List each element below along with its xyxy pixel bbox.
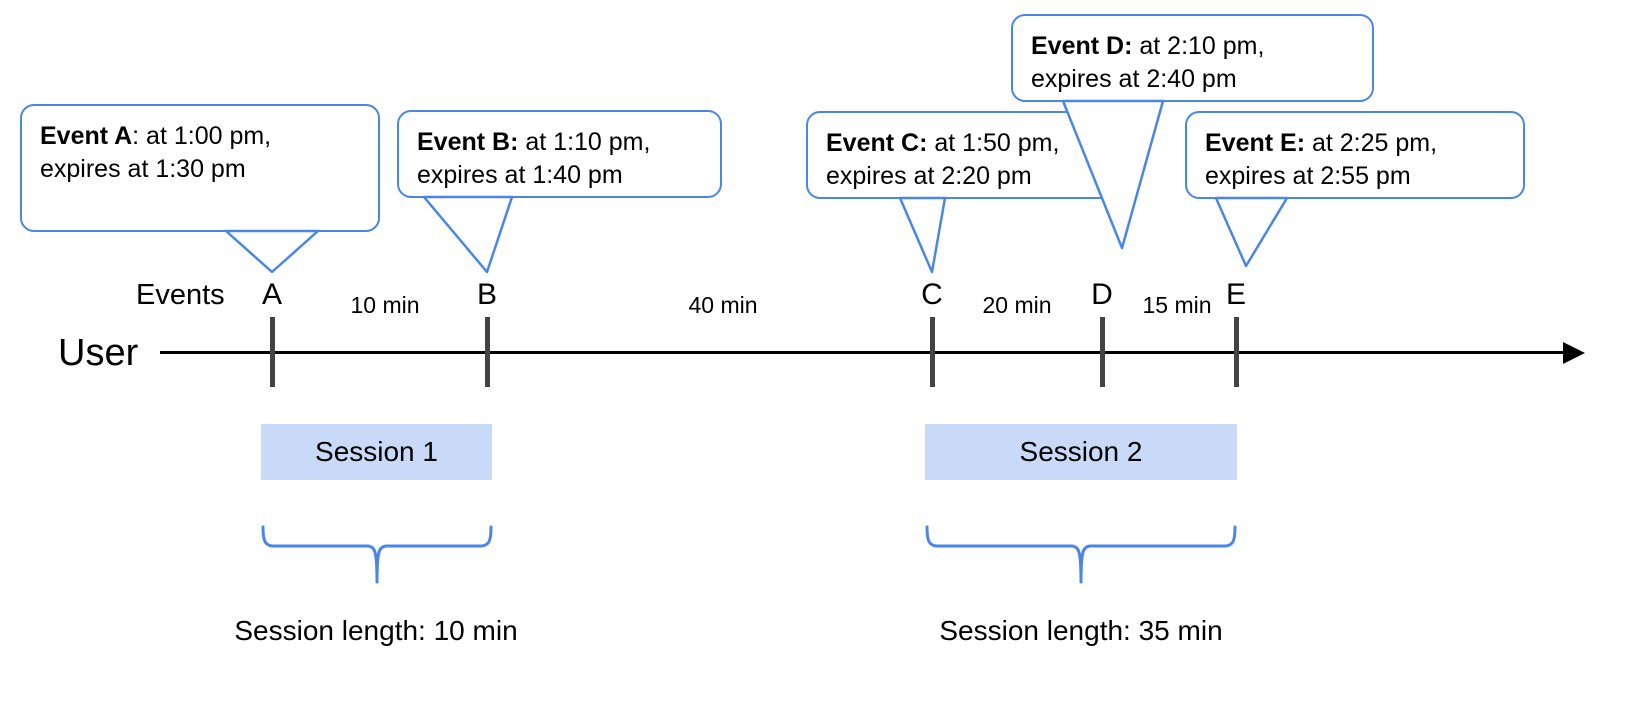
tail-c (898, 196, 947, 274)
event-tick-a (270, 317, 275, 387)
session-1-length-label: Session length: 10 min (234, 615, 518, 646)
event-label-d: D (1091, 278, 1113, 311)
callout-e-line1: at 2:25 pm, (1305, 129, 1438, 157)
interval-label-c-d: 20 min (982, 292, 1052, 318)
callout-b-line1: at 1:10 pm, (518, 128, 651, 156)
callout-a-title: Event A: at 1:00 pm, (40, 122, 271, 150)
interval-label-a-b: 10 min (350, 292, 420, 318)
axis-label-events: Events (136, 279, 225, 311)
interval-label-d-e: 15 min (1142, 292, 1212, 318)
callout-event-c: Event C: at 1:50 pm, expires at 2:20 pm (806, 111, 1136, 199)
event-label-a: A (261, 278, 282, 311)
session-bar-2: Session 2 (925, 424, 1237, 480)
callout-event-d: Event D: at 2:10 pm, expires at 2:40 pm (1011, 14, 1374, 102)
callout-c-title-text: Event C: (826, 129, 928, 157)
timeline-axis (160, 351, 1565, 354)
callout-a-separator: : (132, 122, 140, 150)
session-2-label: Session 2 (1019, 436, 1143, 467)
callout-event-a: Event A: at 1:00 pm, expires at 1:30 pm (20, 104, 380, 232)
session-1-label: Session 1 (315, 436, 438, 467)
interval-label-b-c: 40 min (688, 292, 758, 318)
event-tick-b (485, 317, 490, 387)
tail-e (1214, 196, 1289, 268)
axis-label-user: User (58, 332, 139, 374)
callout-d-line1: at 2:10 pm, (1132, 32, 1265, 60)
event-label-b: B (476, 278, 497, 311)
event-tick-c (930, 317, 935, 387)
callout-e-title: Event E: at 2:25 pm, (1205, 129, 1437, 157)
callout-c-line1: at 1:50 pm, (927, 129, 1060, 157)
callout-a-line1: at 1:00 pm, (139, 122, 272, 150)
callout-d-title-text: Event D: (1031, 32, 1133, 60)
event-label-c: C (921, 278, 943, 311)
callout-c-title: Event C: at 1:50 pm, (826, 129, 1059, 157)
callout-d-line2: expires at 2:40 pm (1031, 64, 1237, 93)
event-tick-d (1100, 317, 1105, 387)
callout-event-e: Event E: at 2:25 pm, expires at 2:55 pm (1185, 111, 1525, 199)
callout-a-line2: expires at 1:30 pm (40, 154, 246, 183)
event-tick-e (1234, 317, 1239, 387)
callout-b-title: Event B: at 1:10 pm, (417, 128, 650, 156)
callout-c-line2: expires at 2:20 pm (826, 161, 1032, 190)
callout-a-title-text: Event A (40, 122, 133, 150)
brace-session-2 (925, 525, 1237, 584)
callout-d-title: Event D: at 2:10 pm, (1031, 32, 1264, 60)
session-bar-1: Session 1 (261, 424, 492, 480)
callout-e-title-text: Event E: (1205, 129, 1306, 157)
event-label-e: E (1225, 278, 1246, 311)
callout-b-title-text: Event B: (417, 128, 519, 156)
tail-b (422, 195, 514, 274)
tail-a (224, 229, 320, 274)
callout-e-line2: expires at 2:55 pm (1205, 161, 1411, 190)
callout-event-b: Event B: at 1:10 pm, expires at 1:40 pm (397, 110, 722, 198)
timeline-arrow-icon (1563, 342, 1585, 364)
session-2-length-label: Session length: 35 min (939, 615, 1223, 646)
brace-session-1 (261, 525, 493, 584)
callout-b-line2: expires at 1:40 pm (417, 160, 623, 189)
